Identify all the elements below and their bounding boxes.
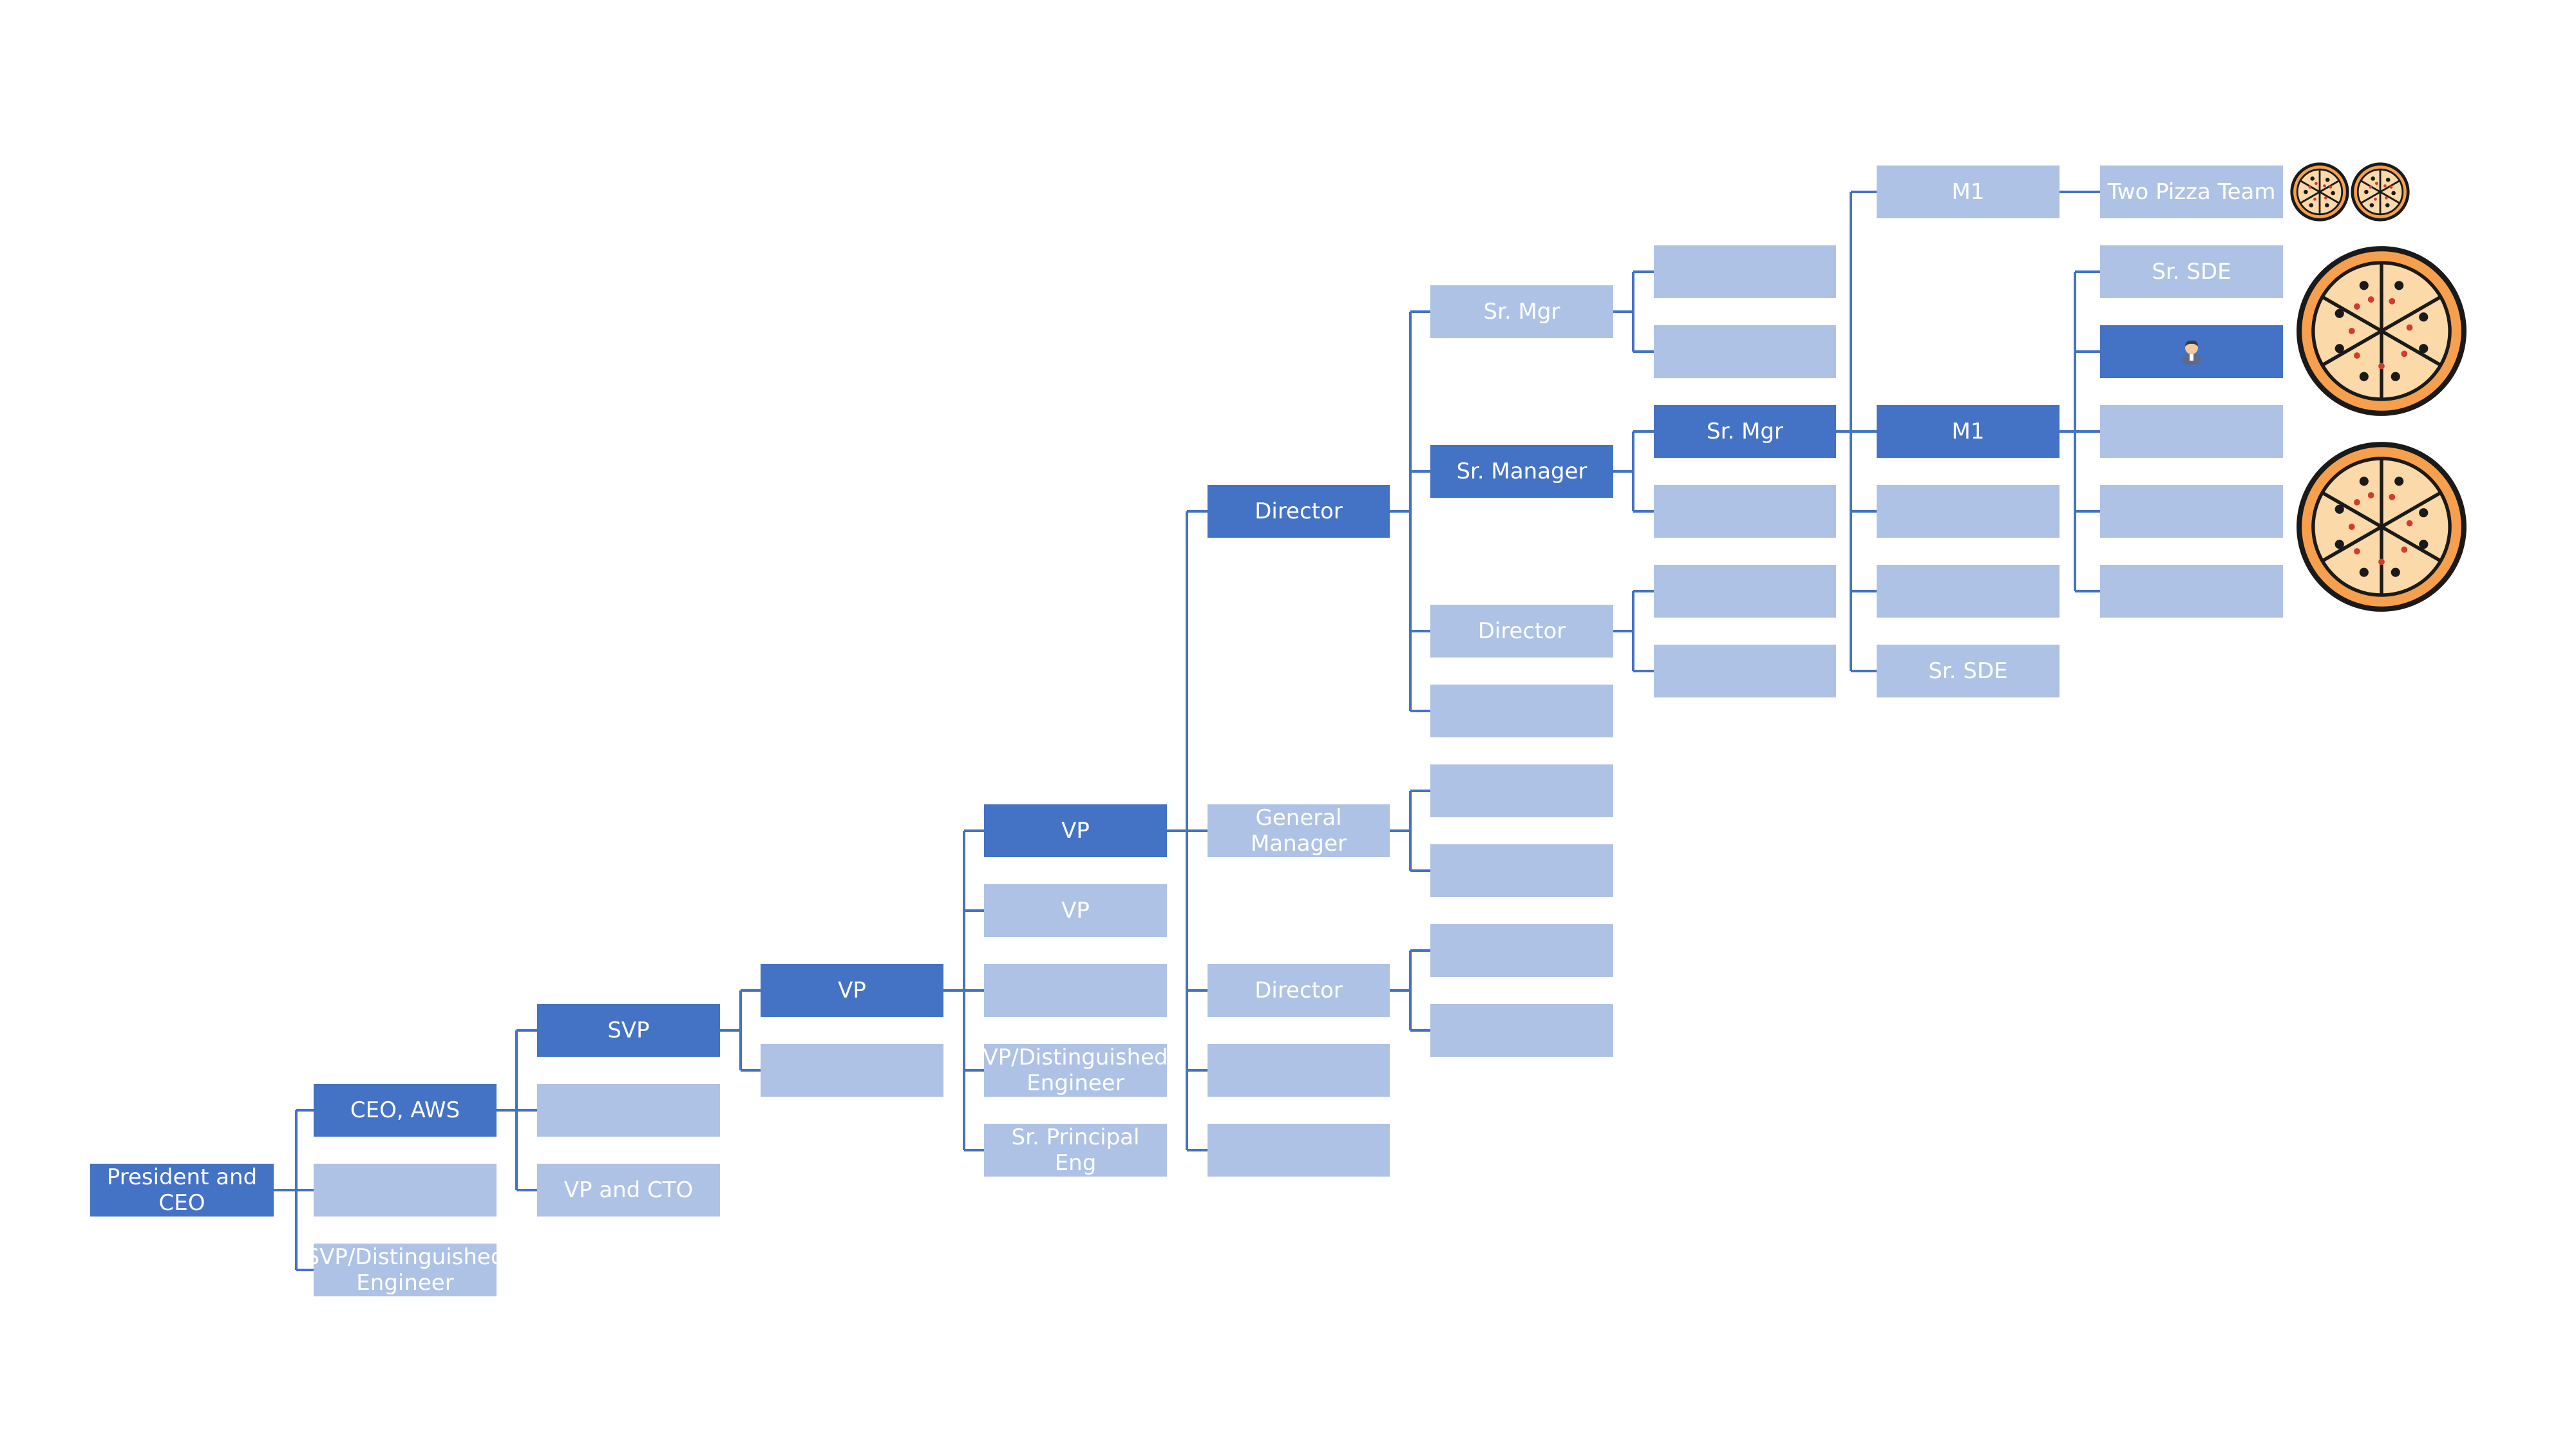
node-blank <box>1430 1004 1613 1057</box>
node-blank <box>1654 645 1836 697</box>
node-blank <box>1208 1044 1390 1097</box>
node-vp-and-cto: VP and CTO <box>537 1164 720 1217</box>
node-president-ceo: President and CEO <box>90 1164 274 1217</box>
node-vp: VP <box>984 804 1167 857</box>
node-blank <box>761 1044 943 1097</box>
node-general-manager: General Manager <box>1208 804 1390 857</box>
node-svp-distinguished-engineer: SVP/Distinguished Engineer <box>314 1244 497 1296</box>
node-m1: M1 <box>1877 405 2060 458</box>
node-blank <box>537 1084 720 1137</box>
node-blank <box>1654 485 1836 538</box>
node-blank <box>1877 565 2060 618</box>
node-vp: VP <box>984 884 1167 937</box>
node-blank <box>2100 485 2283 538</box>
node-vp-distinguished-engineer: VP/Distinguished Engineer <box>984 1044 1167 1097</box>
node-blank <box>1208 1124 1390 1177</box>
node-blank <box>1430 764 1613 817</box>
node-blank <box>1430 685 1613 737</box>
node-sr-sde: Sr. SDE <box>2100 245 2283 298</box>
node-sr-sde: Sr. SDE <box>1877 645 2060 697</box>
node-ceo-aws: CEO, AWS <box>314 1084 497 1137</box>
person-icon <box>2183 340 2201 365</box>
node-blank <box>1654 325 1836 378</box>
node-blank <box>1430 844 1613 897</box>
node-two-pizza-team: Two Pizza Team <box>2100 166 2283 218</box>
node-blank <box>2100 405 2283 458</box>
node-blank <box>984 964 1167 1017</box>
node-sr-mgr: Sr. Mgr <box>1654 405 1836 458</box>
node-blank <box>314 1164 497 1217</box>
node-blank <box>1430 924 1613 977</box>
node-sr-principal-eng: Sr. Principal Eng <box>984 1124 1167 1177</box>
node-director: Director <box>1208 964 1390 1017</box>
pizza-icon <box>2297 246 2467 416</box>
node-sr-manager: Sr. Manager <box>1430 445 1613 498</box>
node-director: Director <box>1208 485 1390 538</box>
node-vp: VP <box>761 964 943 1017</box>
node-blank <box>1654 245 1836 298</box>
node-director: Director <box>1430 605 1613 658</box>
pizza-icon <box>2290 162 2349 222</box>
node-sr-mgr: Sr. Mgr <box>1430 285 1613 338</box>
node-blank <box>2100 565 2283 618</box>
pizza-icon <box>2297 442 2467 612</box>
node-blank <box>1654 565 1836 618</box>
node-svp: SVP <box>537 1004 720 1057</box>
node-blank <box>1877 485 2060 538</box>
pizza-icon <box>2351 162 2410 222</box>
node-m1: M1 <box>1877 166 2060 218</box>
